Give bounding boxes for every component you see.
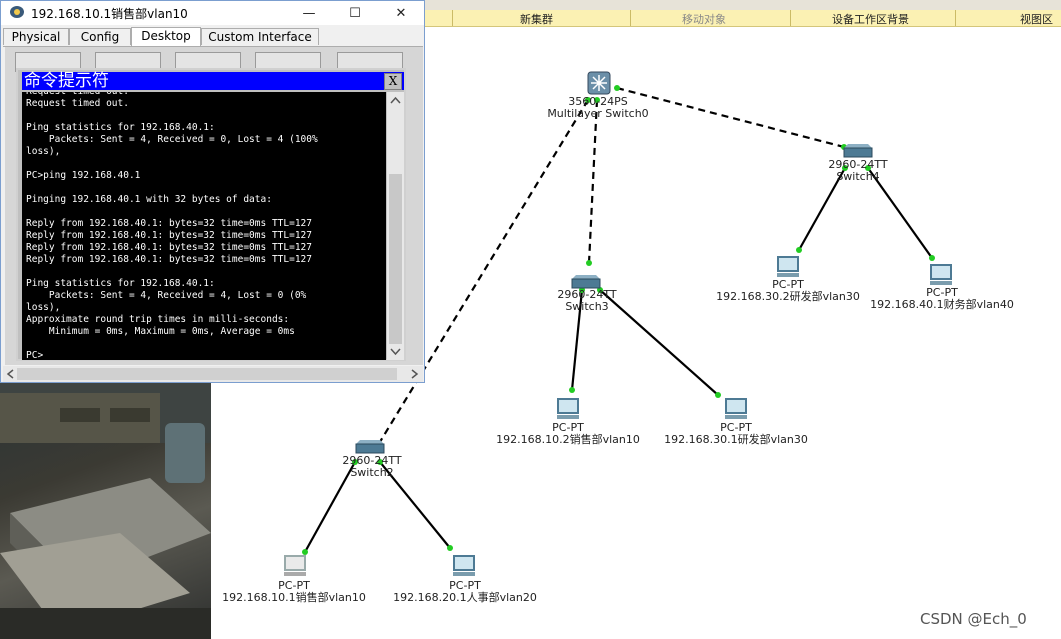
set-background-button[interactable]: 设备工作区背景 [832, 13, 909, 26]
trunk-link [616, 86, 845, 149]
pc-icon[interactable] [928, 263, 954, 287]
link-light [594, 97, 600, 103]
switch2-model-label: 2960-24TT [342, 454, 402, 467]
window-titlebar[interactable]: 192.168.10.1销售部vlan10 — ☐ ✕ [1, 1, 424, 25]
link-light [614, 85, 620, 91]
pc-name-label: 192.168.30.2研发部vlan30 [716, 290, 860, 303]
viewport-button[interactable]: 视图区 [1020, 13, 1053, 26]
switch3-name-label: Switch3 [565, 300, 609, 313]
pc-type-label: PC-PT [926, 286, 958, 299]
switch4-name-label: Switch4 [836, 170, 880, 183]
access-link [379, 461, 451, 549]
chevron-right-icon[interactable] [411, 369, 419, 379]
tab-bar: Physical Config Desktop Custom Interface [3, 27, 423, 47]
window-title: 192.168.10.1销售部vlan10 [31, 7, 188, 21]
chevron-up-icon[interactable] [390, 96, 401, 104]
books-picture [0, 383, 211, 639]
pc-type-label: PC-PT [772, 278, 804, 291]
minimize-button[interactable]: — [286, 1, 332, 25]
console-output[interactable]: Request timed out. Request timed out. Pi… [22, 92, 386, 360]
chevron-left-icon[interactable] [6, 369, 14, 379]
access-link [867, 167, 933, 259]
switch-icon[interactable] [840, 142, 876, 160]
pc-name-label: 192.168.30.1研发部vlan30 [664, 433, 808, 446]
pc-name-label: 192.168.20.1人事部vlan20 [393, 591, 537, 604]
workspace-menubar: 新集群 移动对象 设备工作区背景 视图区 [420, 10, 1061, 27]
tab-custom-interface[interactable]: Custom Interface [201, 28, 319, 45]
scrollbar-thumb[interactable] [389, 174, 402, 344]
switch2-name-label: Switch2 [350, 466, 394, 479]
window-horizontal-scrollbar[interactable] [3, 366, 423, 382]
watermark: CSDN @Ech_0 [920, 610, 1027, 628]
command-prompt-title: 命令提示符 [24, 71, 109, 91]
pc-type-label: PC-PT [552, 421, 584, 434]
pc-type-label: PC-PT [449, 579, 481, 592]
chevron-down-icon[interactable] [390, 348, 401, 356]
pc-name-label: 192.168.10.1销售部vlan10 [222, 591, 366, 604]
link-light [352, 459, 358, 465]
trunk-link [587, 99, 599, 264]
link-light [715, 392, 721, 398]
pc-icon[interactable] [723, 397, 749, 421]
link-light [929, 255, 935, 261]
switch-icon[interactable] [568, 273, 604, 291]
pc-name-label: 192.168.10.2销售部vlan10 [496, 433, 640, 446]
console-text: Request timed out. Request timed out. Pi… [26, 92, 318, 360]
switch3-model-label: 2960-24TT [557, 288, 617, 301]
packet-tracer-app-icon [10, 6, 24, 18]
scrollbar-thumb[interactable] [17, 368, 397, 380]
switch-icon[interactable] [352, 438, 388, 456]
trunk-link [374, 99, 589, 451]
link-light [865, 165, 871, 171]
move-object-button[interactable]: 移动对象 [682, 13, 726, 26]
desktop-wallpaper-image [0, 383, 211, 639]
access-link [304, 461, 356, 553]
command-prompt-close-button[interactable]: X [384, 73, 402, 90]
link-light [586, 260, 592, 266]
command-prompt-window: 命令提示符 X Request timed out. Request timed… [16, 68, 406, 361]
new-cluster-button[interactable]: 新集群 [520, 13, 553, 26]
access-link [798, 167, 846, 251]
multilayer-name-label: Multilayer Switch0 [547, 107, 649, 120]
link-light [585, 97, 591, 103]
pc-type-label: PC-PT [278, 579, 310, 592]
maximize-button[interactable]: ☐ [332, 1, 378, 25]
maximize-icon: ☐ [349, 5, 361, 21]
access-link [599, 289, 719, 396]
tab-config[interactable]: Config [69, 28, 131, 45]
console-vertical-scrollbar[interactable] [387, 92, 404, 360]
switch4-model-label: 2960-24TT [828, 158, 888, 171]
link-light [842, 165, 848, 171]
pc-icon[interactable] [555, 397, 581, 421]
pc-icon[interactable] [282, 554, 308, 578]
link-light [569, 387, 575, 393]
close-icon: ✕ [395, 5, 407, 21]
pc-name-label: 192.168.40.1财务部vlan40 [870, 298, 1014, 311]
command-prompt-titlebar[interactable]: 命令提示符 X [22, 72, 404, 90]
pc-window: 192.168.10.1销售部vlan10 — ☐ ✕ Physical Con… [0, 0, 425, 383]
pc-type-label: PC-PT [720, 421, 752, 434]
multilayer-model-label: 3560-24PS [568, 95, 628, 108]
tab-physical[interactable]: Physical [3, 28, 69, 45]
link-light [796, 247, 802, 253]
close-button[interactable]: ✕ [378, 1, 424, 25]
tab-desktop[interactable]: Desktop [131, 27, 201, 46]
minimize-icon: — [302, 5, 316, 21]
link-light [302, 549, 308, 555]
multilayer-switch-icon[interactable] [586, 70, 612, 96]
pc-icon[interactable] [451, 554, 477, 578]
link-light [447, 545, 453, 551]
link-light [377, 459, 383, 465]
access-link [570, 289, 584, 391]
pc-icon[interactable] [775, 255, 801, 279]
